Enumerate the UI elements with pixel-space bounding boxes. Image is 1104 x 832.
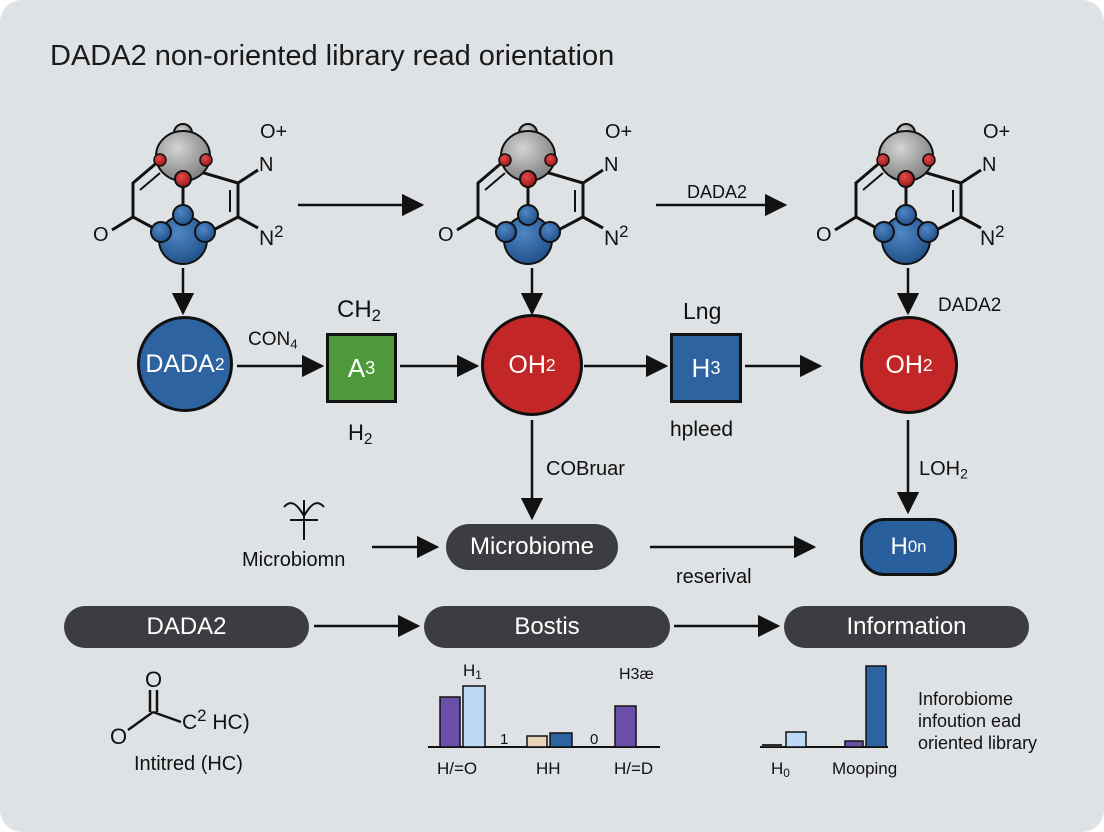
center-chart-label-1: 1 (500, 731, 509, 748)
bar-dark-r1 (762, 744, 782, 747)
label-con4: CON4 (248, 329, 298, 352)
label-dada2-right: DADA2 (938, 295, 1002, 316)
molecule-3 (834, 123, 982, 265)
label-dada2-top: DADA2 (687, 182, 748, 202)
center-chart-xlabel-1: H/=O (437, 759, 478, 778)
bar-blue-1 (549, 732, 573, 748)
molecule-1-o: O (93, 224, 109, 246)
page-title: DADA2 non-oriented library read orientat… (50, 40, 615, 72)
molecule-1-n2: N2 (259, 222, 284, 250)
center-chart-label-h1: H1 (463, 661, 482, 682)
molecule-3-n: N (982, 154, 997, 176)
pipeline-step-information: Information (784, 606, 1029, 648)
label-o-top: O (145, 667, 163, 692)
legend-line-2: infoution ead (918, 711, 1022, 731)
center-chart-label-h3: H3æ (619, 666, 654, 683)
label-cobruar: COBruar (546, 458, 625, 480)
bar-blue-r1 (865, 665, 887, 748)
sprout-icon (283, 500, 325, 540)
bar-purple-2 (614, 705, 637, 748)
pipeline-step-bostis: Bostis (424, 606, 670, 648)
bar-lightblue-r1 (785, 731, 807, 748)
pipeline-step-dada2: DADA2 (64, 606, 309, 648)
center-chart-label-0: 0 (590, 731, 599, 748)
legend-line-3: oriented library (918, 733, 1038, 753)
label-microbiomn: Microbiomn (242, 549, 346, 571)
molecule-2-n2: N2 (604, 222, 629, 250)
center-bar-chart (428, 685, 660, 748)
molecule-3-o: O (816, 224, 832, 246)
bar-purple-1 (439, 696, 461, 748)
carbonyl-structure (127, 690, 182, 732)
label-hpleed: hpleed (670, 418, 734, 441)
right-chart-legend: Inforobiome infoution ead oriented libra… (918, 688, 1037, 754)
bar-purple-r1 (844, 740, 864, 748)
node-microbiome-pill: Microbiome (446, 524, 618, 570)
bar-lightblue-1 (462, 685, 486, 748)
molecule-2-o-plus: O+ (605, 121, 633, 143)
label-intitred: Intitred (HC) (134, 753, 243, 775)
molecule-2-o: O (438, 224, 454, 246)
right-bar-chart (760, 665, 888, 748)
label-h2: H2 (348, 420, 373, 448)
label-o-left: O (110, 724, 128, 749)
molecule-2 (456, 123, 604, 265)
label-loh2: LOH2 (919, 458, 968, 482)
bar-tan-1 (526, 735, 548, 748)
label-ch2: CH2 (337, 296, 382, 326)
legend-line-1: Inforobiome (918, 689, 1014, 709)
center-chart-xlabel-3: H/=D (614, 759, 654, 778)
molecule-1-n: N (259, 154, 274, 176)
label-c2-hc: C2 HC) (182, 706, 250, 734)
center-chart-xlabel-2: HH (536, 759, 561, 778)
molecule-1-o-plus: O+ (260, 121, 288, 143)
right-chart-xlabel-h0: H0 (771, 759, 790, 780)
molecule-2-n: N (604, 154, 619, 176)
right-chart-xlabel-mooping: Mooping (832, 759, 898, 778)
molecule-3-o-plus: O+ (983, 121, 1011, 143)
molecule-1 (111, 123, 259, 265)
label-lng: Lng (683, 298, 722, 324)
label-reserival: reserival (676, 566, 752, 588)
molecule-3-n2: N2 (980, 222, 1005, 250)
